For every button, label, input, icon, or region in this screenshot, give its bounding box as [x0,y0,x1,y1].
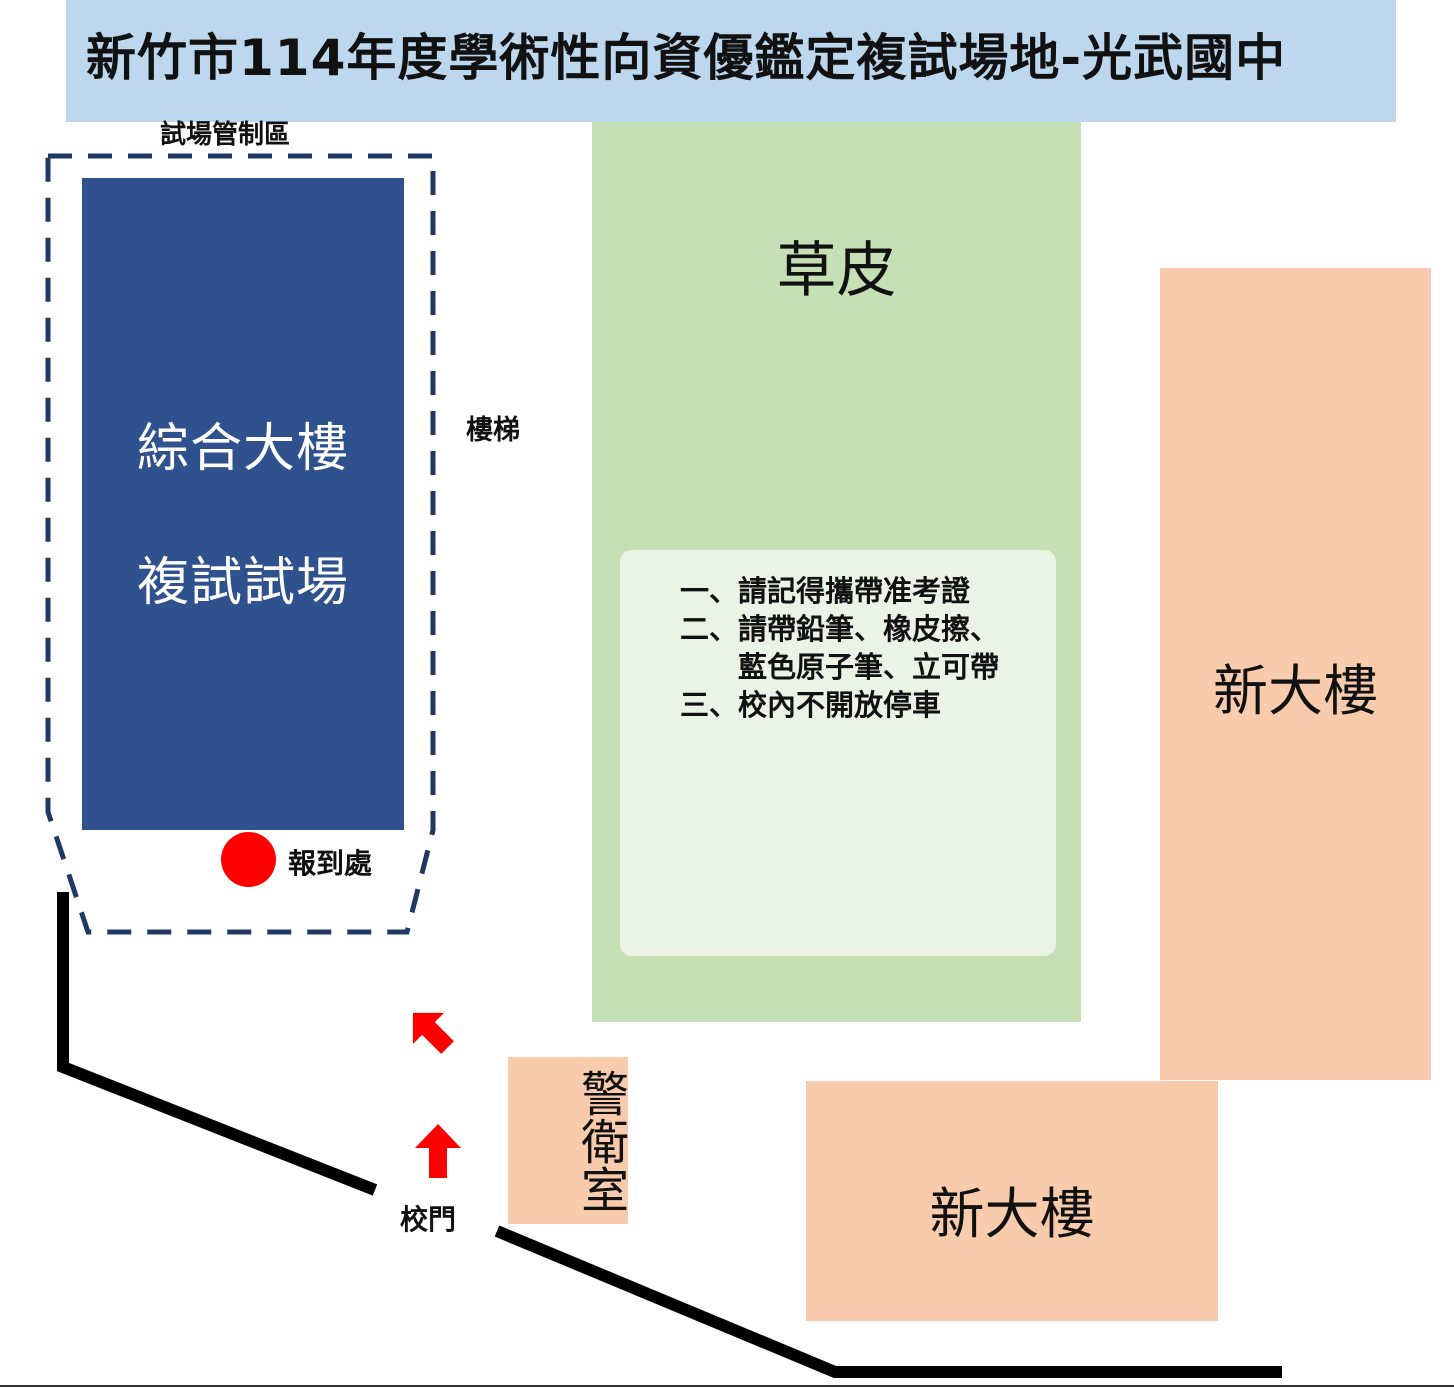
title-banner: 新竹市114年度學術性向資優鑑定複試場地-光武國中 [66,0,1396,122]
new-building-east-label: 新大樓 [1212,659,1378,723]
new-building-south: 新大樓 [806,1081,1218,1321]
direction-arrow-diagonal [412,1012,454,1054]
check-in-marker [221,832,276,887]
exam-room-label: 複試試場 [136,553,349,613]
check-in-label: 報到處 [288,847,373,880]
stairs-label: 樓梯 [466,415,520,446]
lawn-label: 草皮 [776,236,897,306]
control-zone-boundary [45,153,436,935]
map-title: 新竹市114年度學術性向資優鑑定複試場地-光武國中 [86,29,1287,87]
main-building: 綜合大樓 複試試場 [82,178,404,830]
new-building-south-label: 新大樓 [929,1182,1095,1246]
guard-room-label: 警衛室 [572,1068,628,1213]
direction-arrow-up [415,1124,461,1178]
campus-wall-west [57,892,378,1196]
main-building-name: 綜合大樓 [136,419,349,479]
notice-line: 一、請記得攜帶准考證 [680,574,971,608]
new-building-east: 新大樓 [1160,268,1431,1080]
notice-line: 藍色原子筆、立可帶 [680,650,1000,684]
control-zone-label: 試場管制區 [160,120,291,150]
page-bottom-border [0,1385,1454,1387]
campus-wall-south [494,1225,1282,1378]
notice-line: 三、校內不開放停車 [680,688,942,722]
school-gate-label: 校門 [400,1203,457,1236]
notice-line: 二、請帶鉛筆、橡皮擦、 [680,612,1000,646]
guard-room: 警衛室 [508,1057,628,1224]
notice-box: 一、請記得攜帶准考證 二、請帶鉛筆、橡皮擦、 藍色原子筆、立可帶 三、校內不開放… [620,550,1056,956]
